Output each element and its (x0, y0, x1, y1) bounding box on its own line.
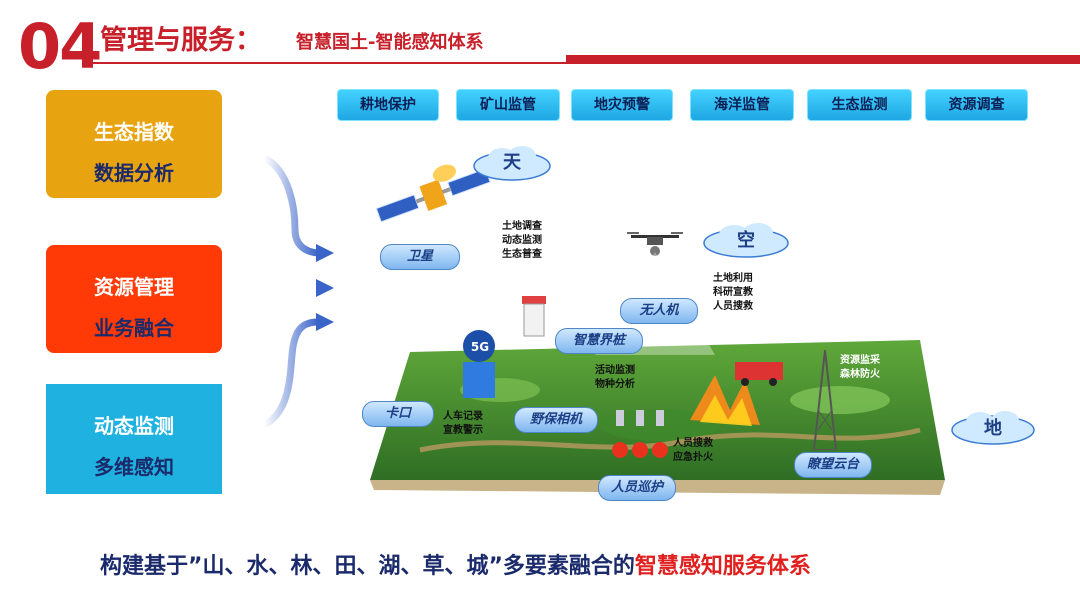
note-activity: 活动监测 物种分析 (595, 364, 635, 392)
arrow-top-path (262, 154, 319, 257)
card-line1: 动态监测 (94, 414, 174, 438)
label-watch-ptz: 瞭望云台 (794, 452, 872, 478)
note-tower: 资源监采 森林防火 (840, 354, 880, 382)
cloud-air: 空 (702, 218, 790, 260)
drone-icon (627, 232, 683, 256)
card-dynamic-monitoring: 动态监测 多维感知 (46, 384, 222, 494)
card-line1: 生态指数 (94, 120, 174, 144)
note-line: 资源监采 (840, 355, 880, 366)
tag-mine-supervision: 矿山监管 (456, 89, 560, 121)
label-patrol: 人员巡护 (598, 475, 676, 501)
5g-tower-icon (463, 330, 495, 398)
arrow-bottom-path (262, 318, 319, 429)
header-rule (86, 62, 566, 64)
label-wild-camera: 野保相机 (514, 407, 598, 433)
note-line: 科研宣教 (713, 287, 753, 298)
section-subtitle: 智慧国土-智能感知体系 (296, 32, 484, 53)
arrow-top-head (316, 244, 334, 262)
cloud-label: 空 (737, 230, 755, 251)
note-line: 人员搜救 (673, 438, 713, 449)
card-resource-management: 资源管理 业务融合 (46, 245, 222, 353)
label-smart-marker: 智慧界桩 (555, 328, 643, 354)
note-line: 人员搜救 (713, 301, 753, 312)
bottom-highlight: 智慧感知服务体系 (634, 554, 811, 579)
note-line: 生态普查 (502, 249, 542, 260)
cloud-label: 地 (984, 418, 1002, 439)
cloud-sky: 天 (472, 142, 552, 182)
card-line2: 业务融合 (94, 316, 174, 340)
note-line: 森林防火 (840, 369, 880, 380)
satellite-icon (375, 164, 491, 223)
arrow-bottom-head (316, 313, 334, 331)
tag-ecology-monitoring: 生态监测 (807, 89, 912, 121)
smart-marker-icon (522, 296, 546, 337)
card-line2: 多维感知 (94, 455, 174, 479)
note-line: 应急扑火 (673, 452, 713, 463)
section-title: 管理与服务： (100, 25, 262, 56)
tag-ocean-supervision: 海洋监管 (690, 89, 794, 121)
patrol-people-icon (612, 410, 668, 458)
note-line: 物种分析 (595, 379, 635, 390)
note-line: 活动监测 (595, 365, 635, 376)
note-line: 人车记录 (443, 411, 483, 422)
bottom-prefix: 构建基于”山、水、林、田、湖、草、城”多要素融合的 (100, 554, 635, 579)
note-line: 宣教警示 (443, 425, 483, 436)
label-checkpoint: 卡口 (362, 401, 434, 427)
card-line1: 资源管理 (94, 275, 174, 299)
bottom-statement: 构建基于”山、水、林、田、湖、草、城”多要素融合的智慧感知服务体系 (100, 548, 811, 580)
5g-label: 5G (470, 340, 490, 354)
note-line: 土地利用 (713, 273, 753, 284)
card-eco-index: 生态指数 数据分析 (46, 90, 222, 198)
tag-resource-survey: 资源调查 (925, 89, 1028, 121)
header-bar (566, 55, 1080, 64)
note-satellite: 土地调查 动态监测 生态普查 (502, 220, 542, 262)
note-line: 土地调查 (502, 221, 542, 232)
note-rescue: 人员搜救 应急扑火 (673, 437, 713, 465)
tag-geohazard-warning: 地灾预警 (571, 89, 673, 121)
note-drone: 土地利用 科研宣教 人员搜救 (713, 272, 753, 314)
cloud-ground: 地 (950, 406, 1036, 446)
label-drone: 无人机 (620, 298, 698, 324)
flow-arrows (256, 154, 334, 429)
note-line: 动态监测 (502, 235, 542, 246)
watch-tower-icon (812, 350, 838, 450)
tag-farmland-protection: 耕地保护 (337, 89, 439, 121)
card-line2: 数据分析 (94, 161, 174, 185)
arrow-mid-head (316, 279, 334, 297)
note-vehicle: 人车记录 宣教警示 (443, 410, 483, 438)
section-number: 04 (18, 10, 102, 83)
fire-truck-icon (735, 362, 783, 386)
cloud-label: 天 (503, 152, 521, 173)
label-satellite: 卫星 (380, 244, 460, 270)
